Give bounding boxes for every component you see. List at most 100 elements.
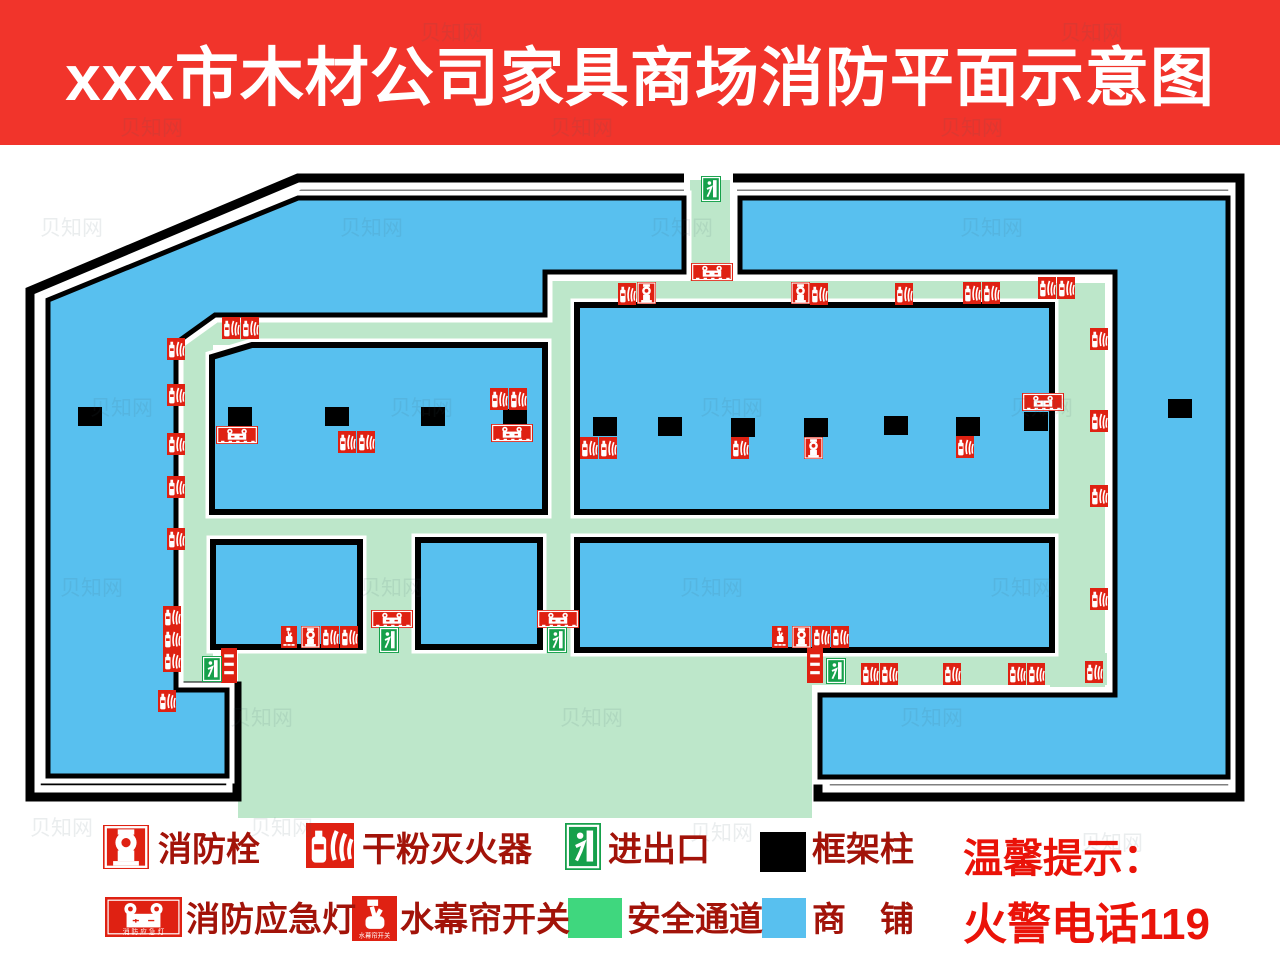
light-icon xyxy=(491,424,533,442)
watermark: 贝知网 xyxy=(250,817,313,840)
shop-room xyxy=(574,302,1055,515)
exit-icon xyxy=(565,823,601,870)
watermark: 贝知网 xyxy=(940,117,1003,140)
shop-area xyxy=(737,195,1231,780)
shop-room xyxy=(209,342,548,515)
ext-icon xyxy=(167,338,185,360)
legend-label: 消防应急灯 xyxy=(186,900,356,940)
light-icon xyxy=(537,610,579,628)
hydrant-icon xyxy=(792,626,811,648)
ext-icon xyxy=(1090,328,1108,350)
column-icon xyxy=(804,418,828,437)
switch-icon: 水幕帘开关 xyxy=(352,896,397,941)
ext-icon xyxy=(163,606,181,628)
ext-icon xyxy=(340,626,358,648)
passage-icon xyxy=(568,898,622,938)
column-icon xyxy=(421,407,445,426)
ext-icon xyxy=(895,283,913,305)
watermark: 贝知网 xyxy=(650,217,713,240)
exit-icon xyxy=(826,658,846,684)
ext-icon xyxy=(731,437,749,459)
exit-icon xyxy=(379,627,399,653)
column-icon xyxy=(884,416,908,435)
watermark: 贝知网 xyxy=(1060,22,1123,45)
ext-icon xyxy=(831,626,849,648)
ext-icon xyxy=(167,384,185,406)
ext-icon xyxy=(490,388,508,410)
ext-icon xyxy=(963,282,981,304)
ext-icon xyxy=(1057,277,1075,299)
watermark: 贝知网 xyxy=(340,217,403,240)
ext-icon xyxy=(861,663,879,685)
legend-label: 进出口 xyxy=(608,830,710,870)
ext-icon xyxy=(509,388,527,410)
watermark: 贝知网 xyxy=(360,577,423,600)
legend-label: 框架柱 xyxy=(812,830,914,870)
ext-icon xyxy=(241,317,259,339)
column-icon xyxy=(228,407,252,426)
tip-title: 温馨提示： xyxy=(963,837,1163,881)
ext-icon xyxy=(338,431,356,453)
legend-label: 干粉灭火器 xyxy=(362,830,532,870)
watermark: 贝知网 xyxy=(990,577,1053,600)
legend-label: 水幕帘开关 xyxy=(400,900,570,940)
light-icon: 消 防 应 急 灯 xyxy=(105,897,182,937)
ext-icon xyxy=(321,626,339,648)
legend-label: 商 铺 xyxy=(812,900,914,940)
ext-icon xyxy=(812,626,830,648)
ext-icon xyxy=(580,437,598,459)
exit-icon xyxy=(701,176,721,202)
column-icon xyxy=(731,418,755,437)
column-icon xyxy=(956,417,980,436)
watermark: 贝知网 xyxy=(90,397,153,420)
watermark: 贝知网 xyxy=(40,217,103,240)
hydrant-icon xyxy=(301,626,320,648)
ext-icon xyxy=(167,476,185,498)
watermark: 贝知网 xyxy=(420,22,483,45)
svg-text:水幕帘开关: 水幕帘开关 xyxy=(359,930,391,939)
shop-room xyxy=(415,537,543,650)
watermark: 贝知网 xyxy=(550,117,613,140)
ext-icon xyxy=(306,823,354,868)
column-icon xyxy=(1168,399,1192,418)
ext-icon xyxy=(880,663,898,685)
page-title: xxx市木材公司家具商场消防平面示意图 xyxy=(65,41,1215,114)
ext-icon xyxy=(1090,485,1108,507)
legend-label: 消防栓 xyxy=(158,830,260,870)
column-icon xyxy=(658,417,682,436)
light-icon xyxy=(691,263,733,281)
ext-icon xyxy=(618,283,636,305)
ext-icon xyxy=(167,433,185,455)
column-icon xyxy=(760,832,806,872)
ext-icon xyxy=(1085,661,1103,683)
watermark: 贝知网 xyxy=(60,577,123,600)
ext-icon xyxy=(599,437,617,459)
watermark: 贝知网 xyxy=(680,577,743,600)
light-icon xyxy=(216,426,258,444)
shop-icon xyxy=(762,898,806,938)
ext-icon xyxy=(222,317,240,339)
column-icon xyxy=(1024,412,1048,431)
exit-icon xyxy=(202,656,222,682)
ext-icon xyxy=(1038,277,1056,299)
ext-icon xyxy=(1090,588,1108,610)
hydrant-icon xyxy=(103,825,149,869)
ext-icon xyxy=(163,628,181,650)
watermark: 贝知网 xyxy=(960,217,1023,240)
ext-icon xyxy=(163,650,181,672)
ext-icon xyxy=(167,528,185,550)
hydrant-icon xyxy=(637,282,656,304)
vswitch-icon xyxy=(221,648,237,683)
watermark: 贝知网 xyxy=(690,822,753,845)
ext-icon xyxy=(810,283,828,305)
column-icon xyxy=(503,409,527,428)
legend-label: 安全通道 xyxy=(627,900,763,940)
vswitch-icon xyxy=(807,648,823,683)
watermark: 贝知网 xyxy=(1080,832,1143,855)
hydrant-icon xyxy=(804,437,823,459)
switch-icon xyxy=(772,626,788,648)
watermark: 贝知网 xyxy=(30,817,93,840)
title-banner: xxx市木材公司家具商场消防平面示意图 xyxy=(0,0,1280,145)
